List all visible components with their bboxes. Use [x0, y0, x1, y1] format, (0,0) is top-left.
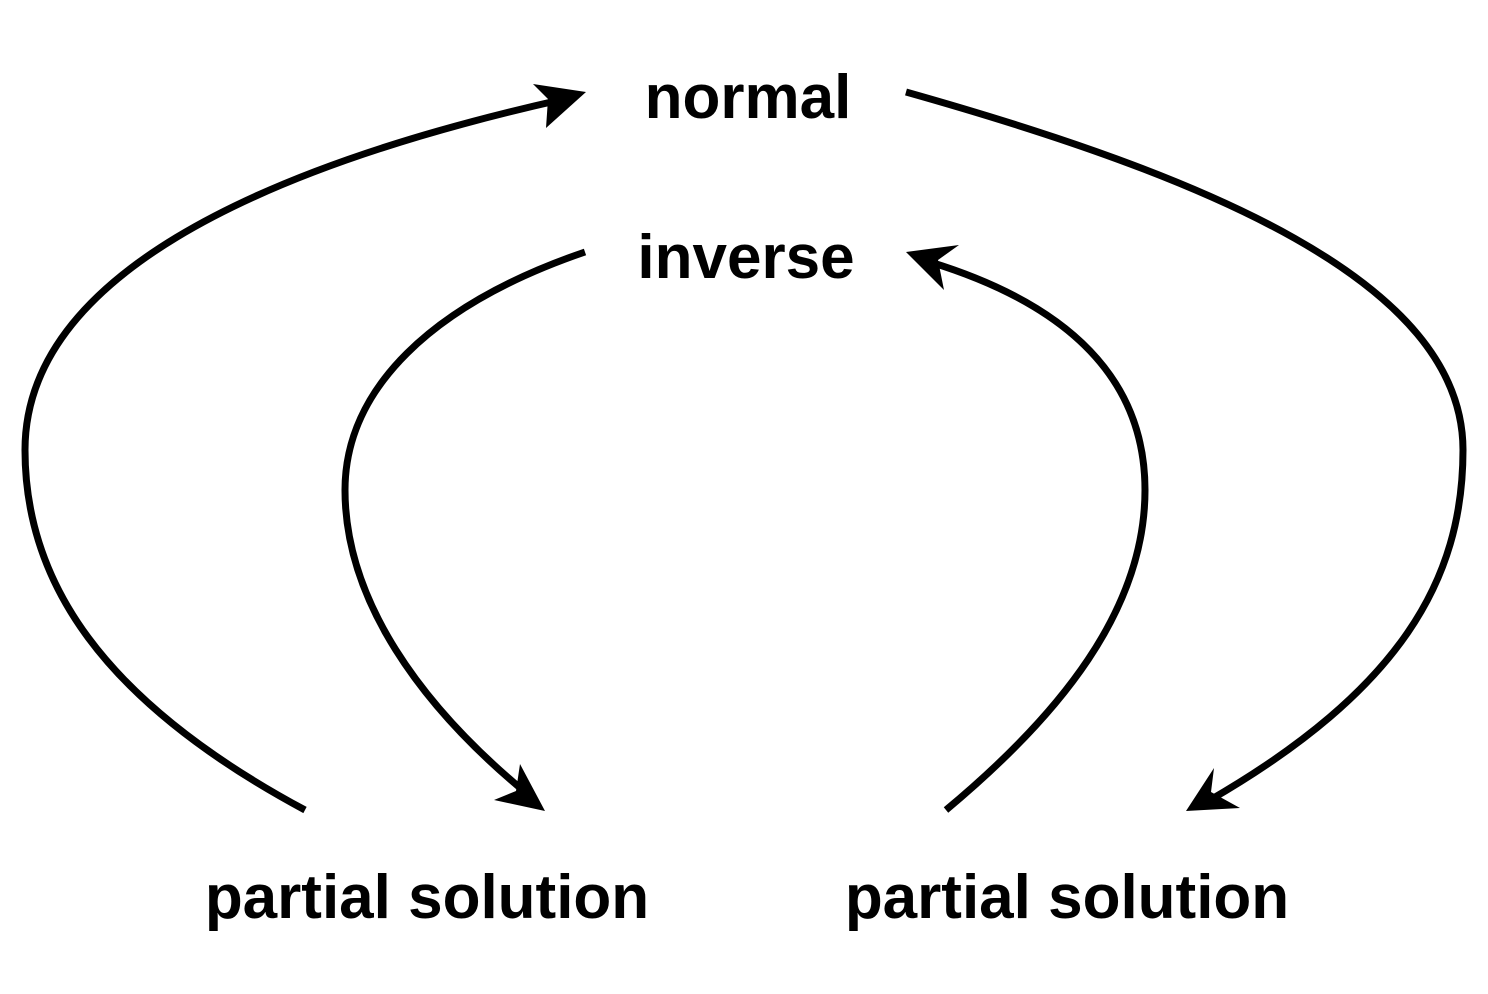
arrowhead-normal-left: [533, 84, 586, 128]
node-normal: normal: [645, 63, 852, 132]
node-inverse: inverse: [637, 223, 854, 292]
node-partial-solution-right: partial solution: [845, 863, 1289, 932]
arrow-partial-right-to-inverse: [928, 258, 1149, 813]
arrowhead-inverse: [906, 245, 959, 290]
arrow-partial-left-to-normal: [21, 96, 561, 814]
arrow-inverse-to-partial-left: [341, 248, 587, 795]
arrow-normal-to-partial-right: [905, 88, 1467, 804]
node-partial-solution-left: partial solution: [205, 863, 649, 932]
arrowhead-partial-right: [1186, 768, 1240, 811]
arrowhead-partial-left: [494, 764, 545, 811]
